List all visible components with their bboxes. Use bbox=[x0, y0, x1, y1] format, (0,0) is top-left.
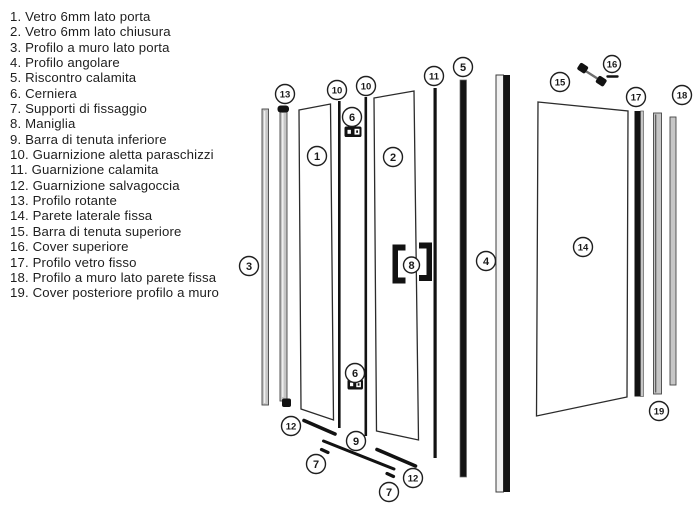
fixing-support-left bbox=[319, 447, 330, 455]
callout-number-12: 12 bbox=[408, 473, 419, 484]
callout-number-6: 6 bbox=[349, 112, 355, 124]
callout-number-18: 18 bbox=[677, 90, 688, 101]
callout-number-13: 13 bbox=[280, 89, 291, 100]
drip-gasket-left bbox=[302, 418, 337, 436]
callout-circle-4 bbox=[475, 250, 497, 272]
wall-profile-door-side bbox=[261, 108, 269, 406]
callout-circle-18 bbox=[671, 84, 693, 106]
handle-right-half bbox=[419, 242, 432, 281]
list-item-14: 14. Parete laterale fissa bbox=[10, 208, 153, 224]
door-glass-panel bbox=[298, 103, 335, 421]
callout-circle-8 bbox=[402, 256, 421, 274]
callout-number-3: 3 bbox=[246, 261, 252, 273]
callout-number-17: 17 bbox=[631, 92, 642, 103]
drip-gasket-right bbox=[375, 447, 418, 468]
callout-circle-16 bbox=[602, 54, 622, 74]
callout-circle-19 bbox=[648, 400, 670, 422]
list-item-13: 13. Profilo rotante bbox=[10, 193, 117, 209]
callout-circle-6 bbox=[341, 106, 363, 128]
callout-circle-2 bbox=[382, 146, 404, 168]
rotating-profile bbox=[277, 105, 291, 407]
callout-circle-7 bbox=[378, 481, 400, 503]
callout-circle-10 bbox=[355, 75, 377, 97]
callout-circle-7 bbox=[305, 453, 327, 475]
list-item-10: 10. Guarnizione aletta paraschizzi bbox=[10, 147, 214, 163]
fixed-glass-profile bbox=[634, 110, 644, 397]
top-seal-bar-icon bbox=[577, 62, 607, 87]
list-item-16: 16. Cover superiore bbox=[10, 239, 129, 255]
callout-circle-14 bbox=[572, 236, 594, 258]
callout-circle-6 bbox=[344, 362, 366, 384]
callout-circle-9 bbox=[345, 430, 367, 452]
callout-number-10: 10 bbox=[361, 81, 372, 92]
wall-profile-back-cover bbox=[653, 112, 662, 395]
callout-number-11: 11 bbox=[429, 71, 440, 82]
corner-profile bbox=[495, 74, 510, 493]
list-item-6: 6. Cerniera bbox=[10, 85, 77, 101]
callout-number-5: 5 bbox=[460, 62, 466, 74]
magnet-gasket bbox=[433, 88, 437, 458]
callout-circle-11 bbox=[423, 65, 445, 87]
callout-circle-12 bbox=[402, 467, 424, 489]
list-item-7: 7. Supporti di fissaggio bbox=[10, 101, 148, 117]
wall-profile-fixed-side bbox=[669, 116, 677, 386]
callout-number-8: 8 bbox=[408, 260, 414, 272]
callout-number-12: 12 bbox=[286, 421, 297, 432]
list-item-12: 12. Guarnizione salvagoccia bbox=[10, 177, 180, 193]
list-item-9: 9. Barra di tenuta inferiore bbox=[10, 131, 167, 147]
callout-number-19: 19 bbox=[654, 406, 665, 417]
splash-gasket-right bbox=[364, 97, 368, 436]
callout-number-9: 9 bbox=[353, 436, 359, 448]
callout-circle-15 bbox=[549, 71, 571, 93]
list-item-1: 1. Vetro 6mm lato porta bbox=[10, 9, 151, 24]
list-item-4: 4. Profilo angolare bbox=[10, 55, 120, 71]
callout-number-1: 1 bbox=[314, 151, 320, 163]
callout-number-14: 14 bbox=[578, 242, 589, 253]
callout-circle-5 bbox=[452, 56, 474, 78]
list-item-5: 5. Riscontro calamita bbox=[10, 70, 137, 86]
callout-number-15: 15 bbox=[555, 77, 566, 88]
list-item-17: 17. Profilo vetro fisso bbox=[10, 254, 137, 270]
callout-circle-1 bbox=[306, 145, 328, 167]
callout-circle-3 bbox=[238, 255, 260, 277]
hinge-top-icon bbox=[344, 126, 362, 137]
callout-number-2: 2 bbox=[390, 152, 396, 164]
list-item-3: 3. Profilo a muro lato porta bbox=[10, 39, 170, 55]
fixing-support-right bbox=[385, 471, 396, 479]
callout-circle-12 bbox=[280, 415, 302, 437]
callout-number-6: 6 bbox=[352, 368, 358, 380]
handle-left-half bbox=[392, 244, 406, 284]
bottom-seal-bar bbox=[322, 439, 396, 471]
magnet-strike-profile bbox=[459, 79, 467, 478]
splash-gasket-left bbox=[338, 101, 341, 428]
list-item-2: 2. Vetro 6mm lato chiusura bbox=[10, 24, 171, 40]
callout-number-7: 7 bbox=[313, 459, 319, 471]
list-item-18: 18. Profilo a muro lato parete fissa bbox=[10, 269, 217, 285]
list-item-8: 8. Maniglia bbox=[10, 116, 76, 132]
callout-number-10: 10 bbox=[332, 85, 343, 96]
callout-circle-17 bbox=[625, 86, 647, 108]
callout-circle-10 bbox=[326, 79, 348, 101]
fixed-side-panel bbox=[535, 101, 629, 417]
callout-number-7: 7 bbox=[386, 487, 392, 499]
list-item-19: 19. Cover posteriore profilo a muro bbox=[10, 285, 220, 301]
callout-number-4: 4 bbox=[483, 256, 490, 268]
list-item-15: 15. Barra di tenuta superiore bbox=[10, 223, 182, 239]
callout-circle-13 bbox=[274, 83, 296, 105]
callout-number-16: 16 bbox=[607, 59, 618, 70]
list-item-11: 11. Guarnizione calamita bbox=[10, 162, 159, 178]
